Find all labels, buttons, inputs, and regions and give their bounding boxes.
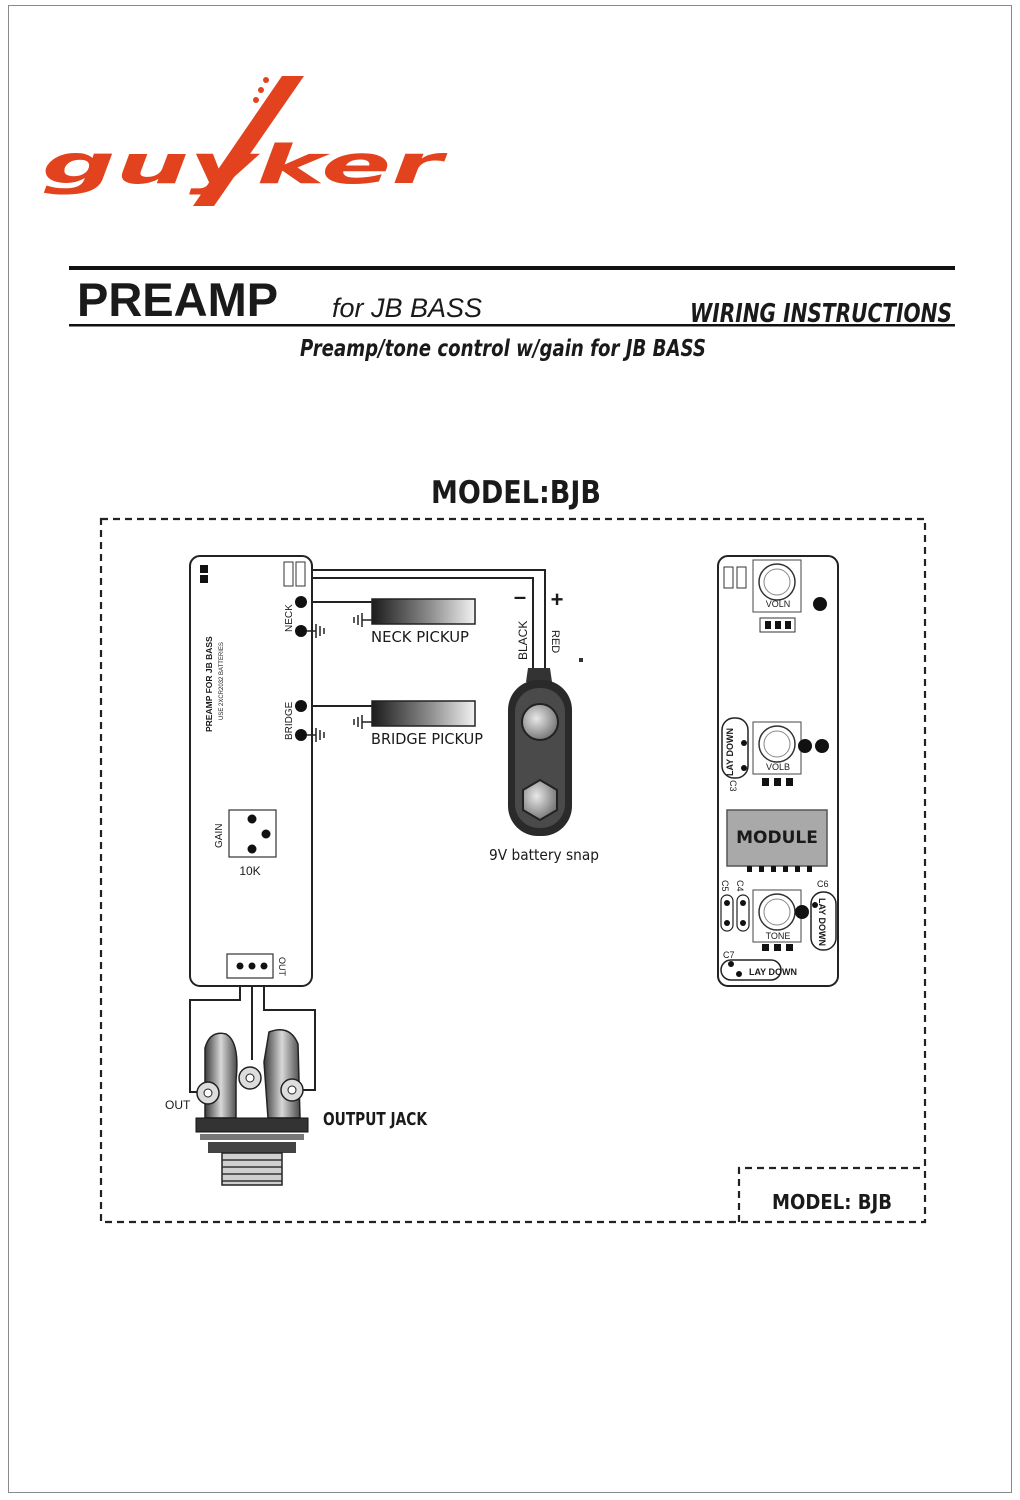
control-board: VOLN LAY DOWN C3 VOLB	[717, 555, 839, 987]
volb-pot: VOLB	[752, 721, 829, 786]
laydown-3-label: LAY DOWN	[749, 967, 797, 977]
neck-label: NECK	[284, 604, 295, 632]
model-title: MODEL:BJB	[431, 475, 601, 511]
header-product-suffix: for JB BASS	[332, 293, 482, 323]
jack-label: OUTPUT JACK	[323, 1109, 428, 1130]
gain-value: 10K	[239, 864, 260, 878]
laydown-2-label: LAY DOWN	[817, 898, 827, 946]
gain-label: GAIN	[214, 824, 225, 848]
battery-black-label: BLACK	[516, 621, 530, 660]
header-top-rule	[69, 266, 955, 270]
c3-label: C3	[728, 780, 738, 792]
jack-out-label: OUT	[165, 1098, 191, 1112]
ground-icon	[353, 613, 372, 627]
page-frame	[8, 5, 1012, 1493]
c7-label: C7	[723, 950, 735, 960]
volb-label: VOLB	[766, 762, 790, 772]
module-label: MODULE	[736, 828, 818, 848]
model-badge-label: MODEL: BJB	[772, 1190, 892, 1214]
model-badge: MODEL: BJB	[737, 1166, 925, 1222]
voln-label: VOLN	[766, 599, 791, 609]
header-product: PREAMP	[77, 273, 278, 326]
preamp-board: PREAMP FOR JB BASS USE 2XCR2032 BATTERIE…	[189, 555, 325, 987]
bridge-label: BRIDGE	[284, 701, 295, 740]
battery-snap-label: 9V battery snap	[489, 846, 599, 864]
c6-capacitor: LAY DOWN	[810, 891, 837, 951]
tone-pot: TONE	[752, 889, 809, 951]
voln-pot: VOLN	[752, 559, 827, 633]
battery-plus-label: +	[551, 587, 564, 612]
tone-label: TONE	[766, 931, 791, 941]
ground-icon	[307, 728, 325, 742]
c4-label: C4	[735, 880, 745, 892]
board-vertical-sublabel: USE 2XCR2032 BATTERIES	[219, 642, 225, 720]
module-body	[726, 809, 828, 867]
c7-capacitor: C7 LAY DOWN	[720, 950, 797, 981]
neck-pickup: NECK PICKUP	[353, 598, 476, 646]
header-subtitle: Preamp/tone control w/gain for JB BASS	[300, 336, 706, 362]
guitar-headstock-icon	[193, 76, 304, 206]
ground-icon	[307, 624, 325, 638]
battery-snap: – + BLACK RED 9V battery snap	[489, 584, 599, 864]
battery-minus-label: –	[514, 584, 526, 609]
bridge-pickup: BRIDGE PICKUP	[353, 700, 483, 748]
header-bottom-rule	[69, 324, 955, 327]
out-header-label: OUT	[277, 957, 287, 977]
bridge-pickup-label: BRIDGE PICKUP	[371, 730, 483, 748]
c3-capacitor: LAY DOWN C3	[721, 717, 749, 792]
guyker-logo: guyker	[42, 76, 448, 206]
logo-wordmark: guyker	[42, 134, 448, 196]
neck-pickup-label: NECK PICKUP	[371, 628, 469, 646]
ground-icon	[353, 715, 372, 729]
gain-pot	[228, 809, 277, 858]
diagram-border	[99, 517, 927, 1224]
c5-label: C5	[720, 880, 730, 892]
output-jack: OUT OUTPUT JACK	[165, 1029, 428, 1186]
module-chip: MODULE	[726, 809, 828, 872]
c6-label: C6	[817, 879, 829, 889]
board-vertical-label: PREAMP FOR JB BASS	[204, 636, 214, 732]
wiring	[189, 569, 546, 1093]
battery-red-label: RED	[549, 630, 561, 653]
laydown-1-label: LAY DOWN	[725, 728, 735, 776]
